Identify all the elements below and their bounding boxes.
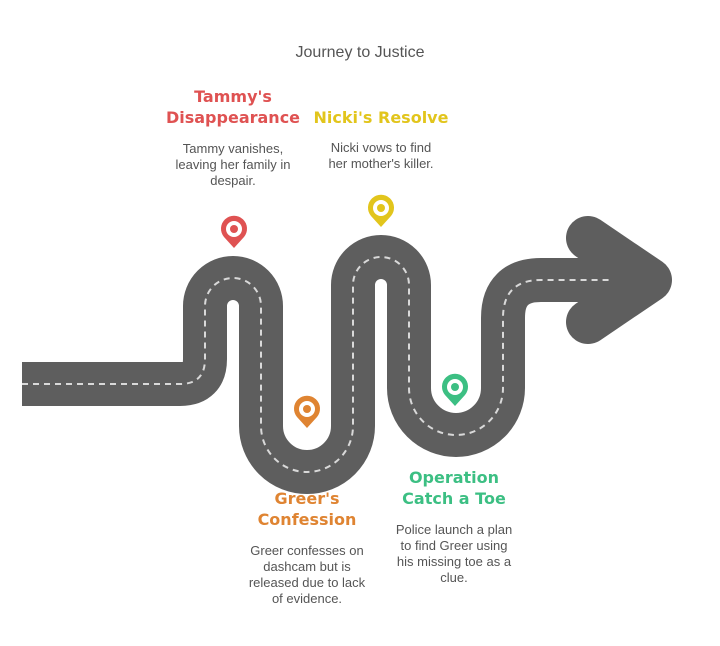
milestone-title: Tammy's Disappearance [165, 87, 301, 127]
road-lane-dashes [22, 256, 620, 473]
milestone-title: Operation Catch a Toe [402, 468, 506, 508]
arrow-head-icon [566, 216, 672, 344]
diagram-title: Journey to Justice [295, 44, 425, 61]
road-path [22, 235, 636, 494]
milestone-operation-catch-a-toe: Operation Catch a Toe Police launch a pl… [379, 467, 529, 586]
map-pin-icon [220, 215, 247, 248]
milestone-title: Greer's Confession [257, 489, 357, 529]
map-pin-icon [294, 395, 321, 428]
map-pin-icon [368, 194, 395, 227]
milestone-description: Greer confesses on dashcam but is releas… [248, 543, 366, 606]
milestone-title: Nicki's Resolve [313, 108, 449, 127]
milestone-greers-confession: Greer's Confession Greer confesses on da… [232, 488, 382, 607]
milestone-tammys-disappearance: Tammy's Disappearance Tammy vanishes, le… [158, 86, 308, 189]
milestone-description: Police launch a plan to find Greer using… [395, 522, 513, 585]
milestone-nickis-resolve: Nicki's Resolve Nicki vows to find her m… [306, 107, 456, 172]
milestone-description: Tammy vanishes, leaving her family in de… [175, 141, 291, 188]
milestone-description: Nicki vows to find her mother's killer. [328, 140, 434, 171]
map-pin-icon [442, 373, 468, 406]
